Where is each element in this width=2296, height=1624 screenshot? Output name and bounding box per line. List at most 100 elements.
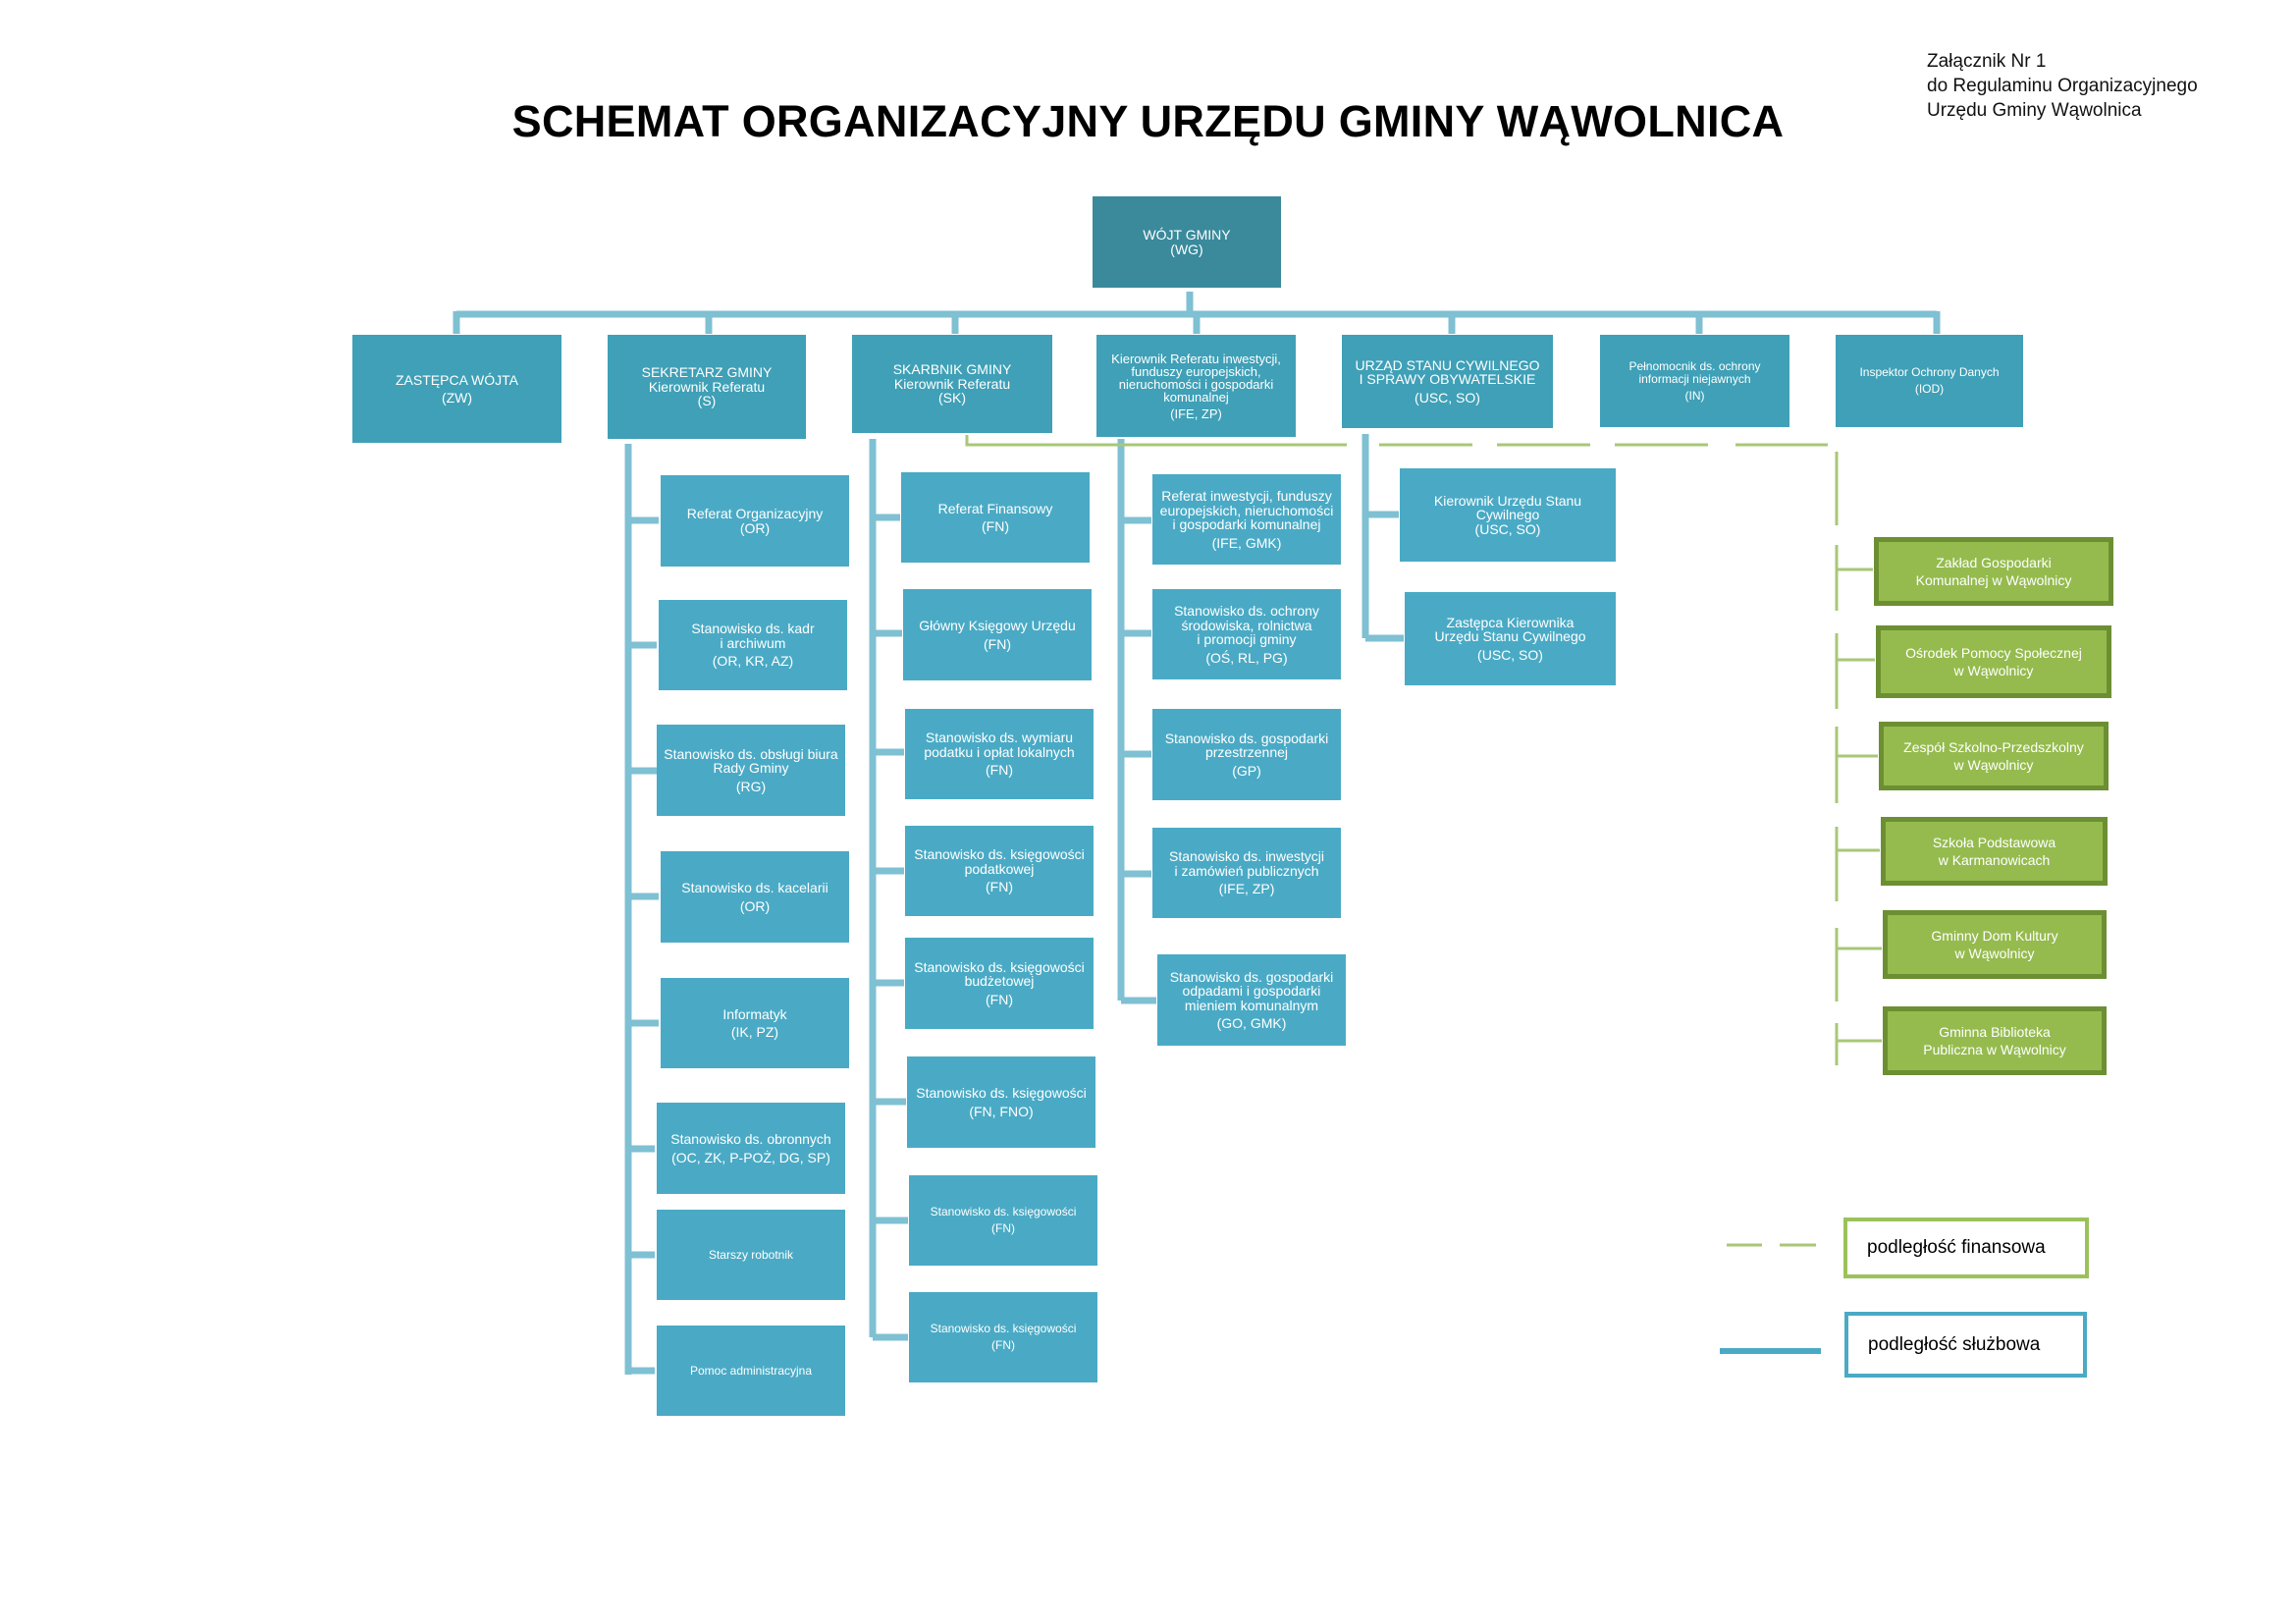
unit-box: Kierownik Urzędu Stanu Cywilnego (USC, S…	[1400, 468, 1616, 562]
unit-box: Stanowisko ds. gospodarki odpadami i gos…	[1157, 954, 1346, 1046]
box-label: SEKRETARZ GMINY Kierownik Referatu	[641, 364, 773, 395]
box-code: (OR)	[739, 897, 771, 914]
box-label: Stanowisko ds. gospodarki odpadami i gos…	[1169, 968, 1334, 1013]
box-code: (OŚ, RL, PG)	[1205, 649, 1288, 666]
box-label: Pełnomocnik ds. ochrony informacji nieja…	[1629, 358, 1761, 386]
legend-financial-label: podległość finansowa	[1867, 1237, 2046, 1258]
page-title: SCHEMAT ORGANIZACYJNY URZĘDU GMINY WĄWOL…	[511, 96, 1785, 146]
box-label: Referat inwestycji, funduszy europejskic…	[1159, 488, 1334, 532]
box-code: (WG)	[1170, 241, 1203, 257]
head-box-treasurer: SKARBNIK GMINY Kierownik Referatu (SK)	[852, 335, 1052, 433]
box-code: (FN, FNO)	[969, 1103, 1034, 1119]
service-lines	[453, 292, 1941, 1375]
unit-box: Stanowisko ds. księgowości podatkowej (F…	[905, 826, 1094, 916]
box-label: Szkoła Podstawowa w Karmanowicach	[1932, 835, 2056, 868]
unit-box: Stanowisko ds. księgowości (FN)	[909, 1175, 1097, 1266]
unit-box: Referat Finansowy (FN)	[901, 472, 1090, 563]
head-box-investment: Kierownik Referatu inwestycji, funduszy …	[1096, 335, 1296, 437]
financial-lines	[965, 435, 1882, 1247]
unit-box: Stanowisko ds. kacelarii (OR)	[661, 851, 849, 943]
box-code: (GP)	[1232, 762, 1261, 779]
unit-box: Referat Organizacyjny (OR)	[661, 475, 849, 567]
box-code: (IFE, ZP)	[1218, 881, 1275, 897]
box-label: URZĄD STANU CYWILNEGO I SPRAWY OBYWATELS…	[1355, 356, 1540, 388]
unit-box: Stanowisko ds. księgowości (FN)	[909, 1292, 1097, 1382]
box-label: Stanowisko ds. księgowości	[930, 1322, 1077, 1335]
subsidiary-box: Gminny Dom Kultury w Wąwolnicy	[1883, 910, 2107, 979]
unit-box: Stanowisko ds. inwestycji i zamówień pub…	[1152, 828, 1341, 918]
box-code: (FN)	[986, 879, 1013, 895]
head-box-classified-info: Pełnomocnik ds. ochrony informacji nieja…	[1600, 335, 1789, 427]
annex-note: Załącznik Nr 1 do Regulaminu Organizacyj…	[1927, 49, 2198, 123]
box-label: SKARBNIK GMINY Kierownik Referatu	[892, 361, 1012, 392]
box-code: (RG)	[735, 778, 767, 794]
unit-box: Informatyk (IK, PZ)	[661, 978, 849, 1068]
box-code: (FN)	[986, 762, 1013, 779]
box-code: (S)	[697, 393, 717, 409]
box-code: (SK)	[938, 390, 966, 406]
unit-box: Starszy robotnik	[657, 1210, 845, 1300]
subsidiary-box: Gminna Biblioteka Publiczna w Wąwolnicy	[1883, 1006, 2107, 1075]
box-label: Inspektor Ochrony Danych	[1859, 365, 2000, 379]
box-label: ZASTĘPCA WÓJTA	[396, 371, 518, 388]
box-label: Stanowisko ds. ochrony środowiska, rolni…	[1174, 603, 1319, 647]
legend-service: podległość służbowa	[1844, 1312, 2087, 1378]
box-label: Referat Organizacyjny	[686, 506, 824, 521]
box-label: Kierownik Urzędu Stanu Cywilnego	[1433, 492, 1582, 523]
box-label: Ośrodek Pomocy Społecznej w Wąwolnicy	[1905, 645, 2082, 678]
box-code: (ZW)	[441, 390, 473, 406]
head-box-usc: URZĄD STANU CYWILNEGO I SPRAWY OBYWATELS…	[1342, 335, 1553, 428]
box-label: WÓJT GMINY	[1143, 227, 1231, 243]
box-label: Referat Finansowy	[937, 500, 1053, 516]
box-label: Pomoc administracyjna	[689, 1363, 813, 1378]
unit-box: Stanowisko ds. obsługi biura Rady Gminy …	[657, 725, 845, 816]
box-label: Stanowisko ds. wymiaru podatku i opłat l…	[924, 730, 1075, 760]
box-code: (USC, SO)	[1415, 389, 1480, 406]
box-label: Stanowisko ds. księgowości	[930, 1205, 1077, 1218]
subsidiary-box: Zakład Gospodarki Komunalnej w Wąwolnicy	[1874, 537, 2113, 606]
unit-box: Stanowisko ds. wymiaru podatku i opłat l…	[905, 709, 1094, 799]
box-label: Gminna Biblioteka Publiczna w Wąwolnicy	[1923, 1024, 2066, 1057]
box-code: (OR, KR, AZ)	[712, 653, 794, 670]
box-label: Kierownik Referatu inwestycji, funduszy …	[1111, 351, 1281, 405]
unit-box: Stanowisko ds. księgowości budżetowej (F…	[905, 938, 1094, 1029]
unit-box: Stanowisko ds. kadr i archiwum (OR, KR, …	[659, 600, 847, 690]
box-label: Starszy robotnik	[708, 1247, 794, 1262]
unit-box: Zastępca Kierownika Urzędu Stanu Cywilne…	[1405, 592, 1616, 685]
box-label: Gminny Dom Kultury w Wąwolnicy	[1931, 928, 2058, 961]
box-code: (IFE, GMK)	[1211, 534, 1282, 551]
head-box-secretary: SEKRETARZ GMINY Kierownik Referatu (S)	[608, 335, 806, 439]
box-code: (USC, SO)	[1477, 646, 1543, 663]
box-label: Stanowisko ds. obsługi biura Rady Gminy	[664, 745, 838, 777]
box-label: Stanowisko ds. kadr i archiwum	[691, 621, 815, 651]
box-code: (FN)	[982, 518, 1009, 534]
head-box-deputy: ZASTĘPCA WÓJTA (ZW)	[352, 335, 561, 443]
box-label: Informatyk	[722, 1005, 787, 1022]
unit-box: Stanowisko ds. gospodarki przestrzennej …	[1152, 709, 1341, 800]
box-code: (GO, GMK)	[1216, 1015, 1287, 1031]
box-label: Stanowisko ds. księgowości podatkowej	[914, 846, 1085, 877]
box-code: (IFE, ZP)	[1170, 406, 1222, 421]
wojt-gminy-box: WÓJT GMINY (WG)	[1093, 196, 1281, 288]
legend-financial: podległość finansowa	[1843, 1218, 2089, 1278]
box-label: Stanowisko ds. księgowości budżetowej	[914, 958, 1085, 990]
box-code: (FN)	[991, 1221, 1015, 1235]
box-label: Stanowisko ds. inwestycji i zamówień pub…	[1169, 848, 1324, 879]
subsidiary-box: Szkoła Podstawowa w Karmanowicach	[1881, 817, 2108, 886]
unit-box: Główny Księgowy Urzędu (FN)	[903, 589, 1092, 680]
box-code: (OR)	[739, 519, 771, 536]
box-label: Zespół Szkolno-Przedszkolny w Wąwolnicy	[1903, 739, 2084, 773]
unit-box: Stanowisko ds. księgowości (FN, FNO)	[907, 1056, 1095, 1148]
annex-line-3: Urzędu Gminy Wąwolnica	[1927, 100, 2142, 121]
subsidiary-box: Zespół Szkolno-Przedszkolny w Wąwolnicy	[1879, 722, 2109, 790]
box-label: Stanowisko ds. księgowości	[916, 1085, 1087, 1101]
box-code: (FN)	[986, 991, 1013, 1007]
box-label: Stanowisko ds. kacelarii	[681, 880, 828, 895]
box-label: Główny Księgowy Urzędu	[919, 618, 1076, 633]
unit-box: Stanowisko ds. obronnych (OC, ZK, P-POŻ,…	[657, 1103, 845, 1194]
box-code: (IK, PZ)	[730, 1024, 779, 1040]
box-label: Stanowisko ds. obronnych	[670, 1131, 831, 1147]
unit-box: Pomoc administracyjna	[657, 1326, 845, 1416]
head-box-data-protection: Inspektor Ochrony Danych (IOD)	[1836, 335, 2023, 427]
